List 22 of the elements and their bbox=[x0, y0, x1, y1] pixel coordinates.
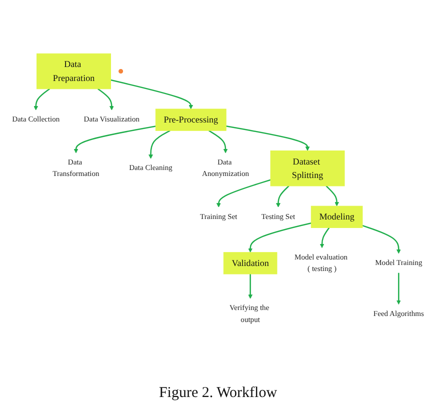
arrow bbox=[226, 126, 310, 151]
arrow bbox=[396, 272, 401, 305]
arrow bbox=[276, 186, 290, 208]
arrow bbox=[74, 126, 156, 154]
node-box: Validation bbox=[223, 252, 278, 274]
node-circle bbox=[118, 69, 124, 74]
arrow bbox=[248, 222, 312, 253]
arrow bbox=[110, 79, 194, 110]
arrow bbox=[362, 224, 401, 254]
figure-caption: Figure 2. Workflow bbox=[158, 384, 278, 403]
arrow bbox=[34, 88, 50, 110]
arrow bbox=[216, 179, 271, 208]
arrow bbox=[320, 227, 330, 248]
arrow bbox=[326, 186, 340, 206]
arrow bbox=[208, 130, 228, 154]
node-box: Dataset Splitting bbox=[270, 150, 345, 186]
arrow bbox=[148, 130, 170, 159]
node-box: Modeling bbox=[310, 206, 363, 228]
node-box: Data Preparation bbox=[36, 53, 111, 90]
arrow bbox=[98, 88, 114, 110]
arrow bbox=[248, 274, 253, 299]
node-box: Pre-Processing bbox=[155, 108, 226, 131]
